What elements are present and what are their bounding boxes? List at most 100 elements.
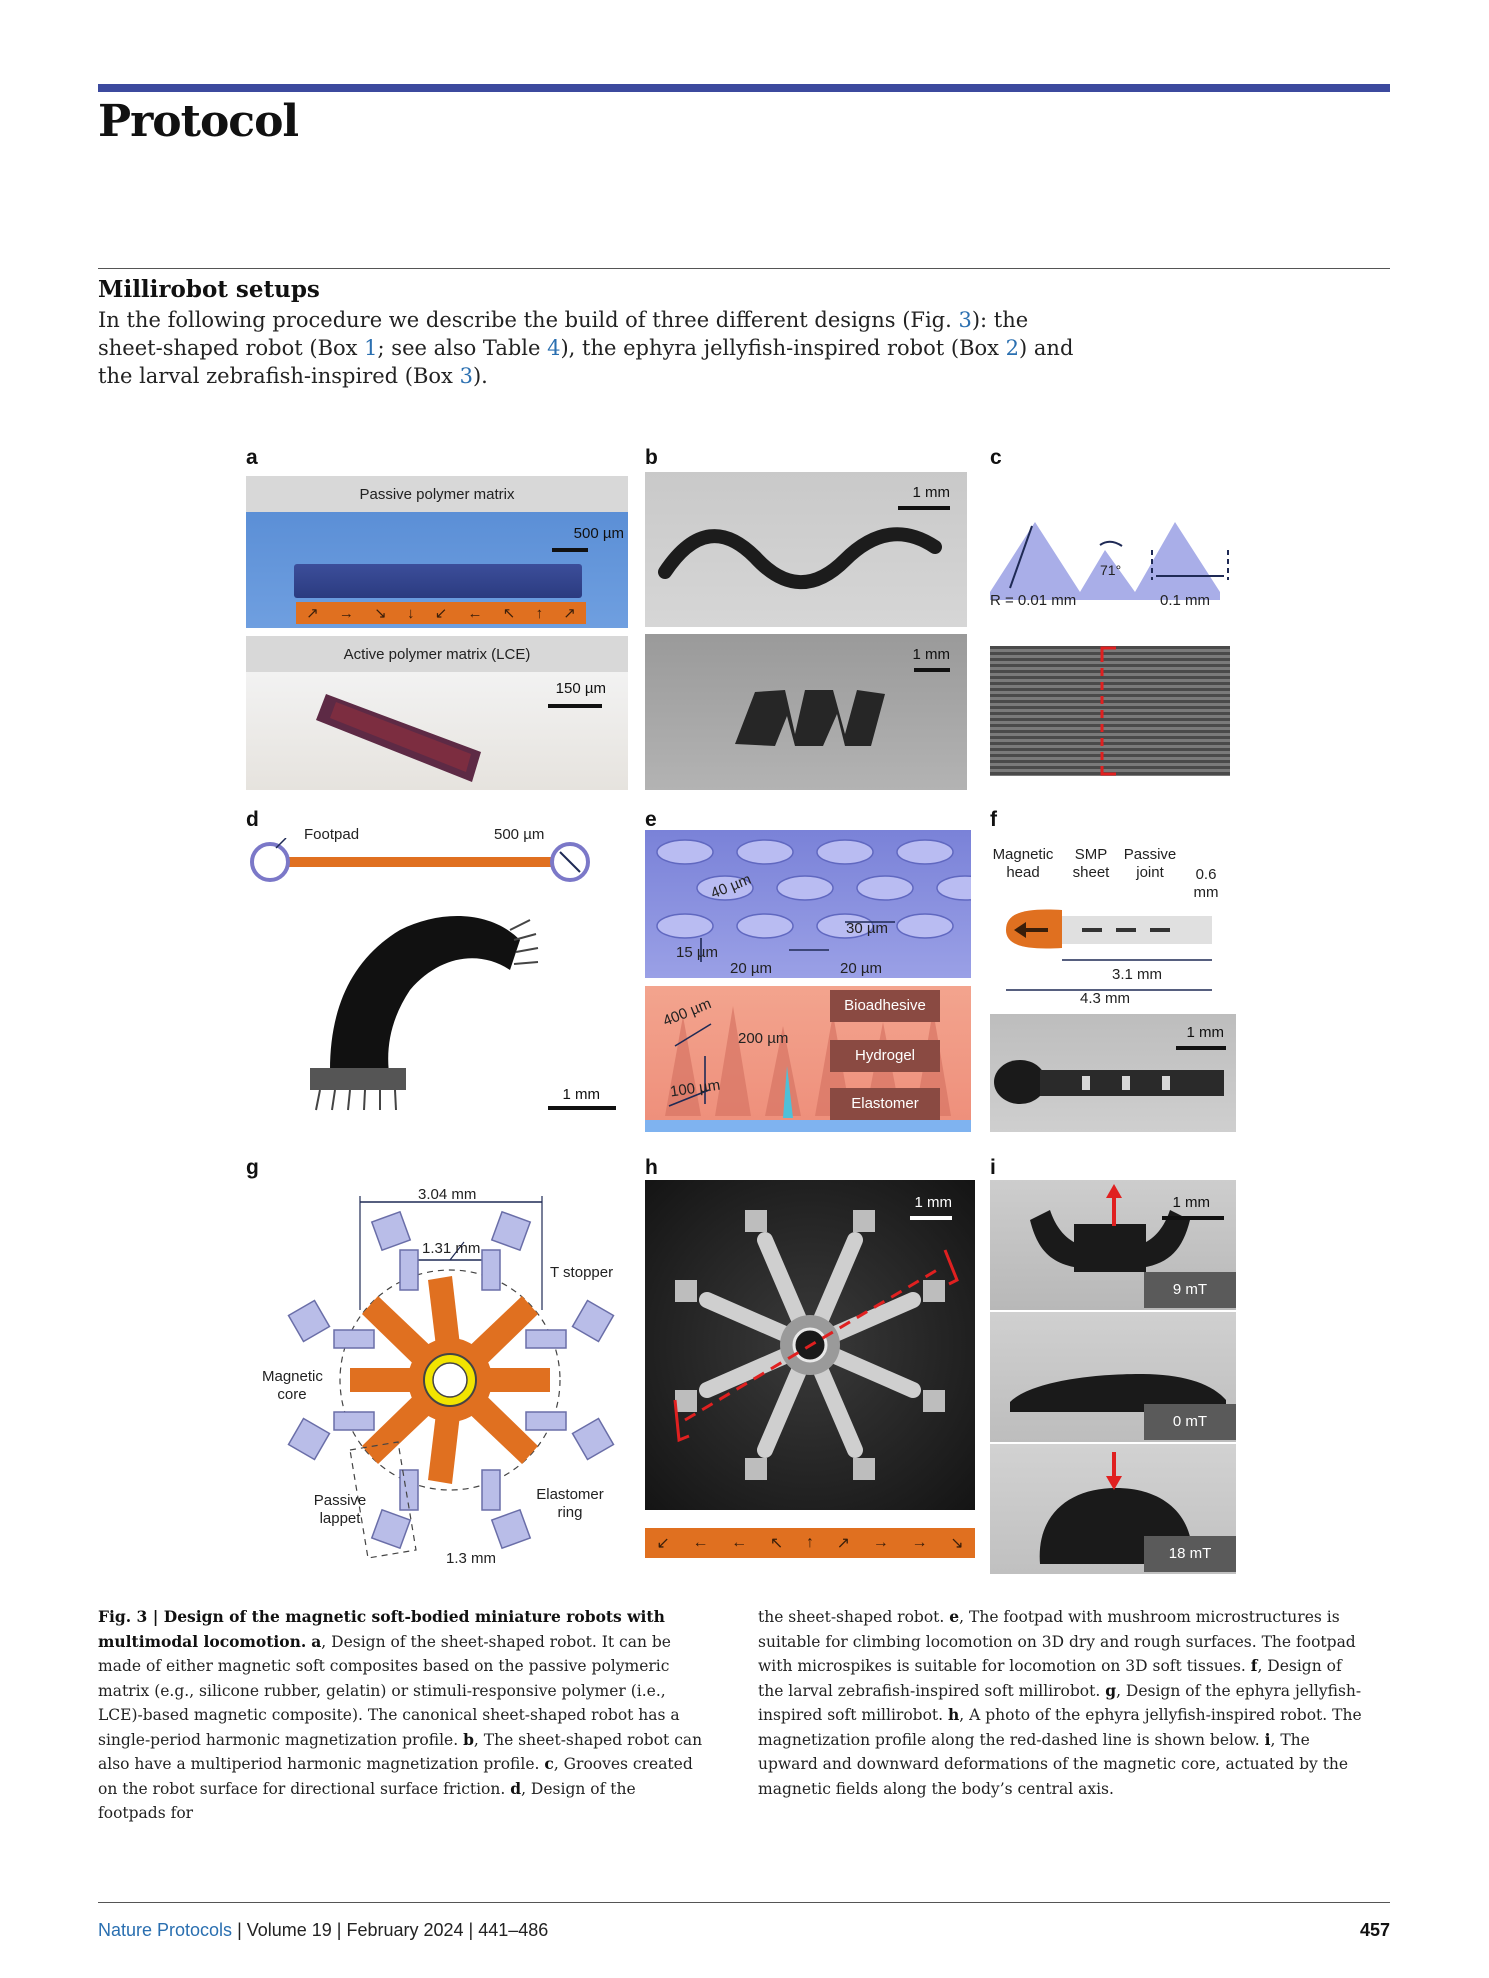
hydrogel-label: Hydrogel bbox=[830, 1040, 940, 1072]
arrow-glyph: ↗ bbox=[306, 605, 319, 622]
scale-label-a-top: 500 µm bbox=[573, 525, 624, 542]
box3-link[interactable]: 3 bbox=[459, 364, 473, 388]
ephyra-width-label: 3.04 mm bbox=[418, 1186, 477, 1203]
passive-matrix-header bbox=[246, 476, 628, 512]
mushroom-20um-label-b: 20 µm bbox=[840, 960, 882, 977]
intro-paragraph: In the following procedure we describe t… bbox=[98, 308, 1074, 388]
footer-rule bbox=[98, 1902, 1390, 1903]
mushroom-20um-label-a: 20 µm bbox=[730, 960, 772, 977]
groove-radius-label: R = 0.01 mm bbox=[990, 592, 1077, 609]
scale-label-f: 1 mm bbox=[1186, 1024, 1225, 1041]
journal-link[interactable]: Nature Protocols bbox=[98, 1920, 233, 1940]
scale-bar-b-top bbox=[898, 506, 950, 510]
folded-sheet-photo bbox=[645, 634, 967, 790]
footpad-schematic bbox=[250, 838, 590, 882]
magnetization-profile-h: ↙ ← ← ↖ ↑ ↗ → → ↘ bbox=[645, 1528, 975, 1558]
active-matrix-label: Active polymer matrix (LCE) bbox=[343, 646, 531, 663]
arrow-glyph: ↖ bbox=[502, 605, 516, 622]
scale-label-b-top: 1 mm bbox=[912, 484, 951, 501]
arrow-glyph: ↗ bbox=[563, 605, 576, 622]
scale-bar-a-bottom bbox=[548, 704, 602, 708]
panel-letter-g: g bbox=[246, 1156, 259, 1179]
multiperiod-sheet-photo bbox=[645, 472, 967, 627]
ephyra-schematic bbox=[287, 1196, 615, 1559]
active-matrix-header bbox=[246, 636, 628, 672]
arrow-glyph: ↓ bbox=[406, 604, 415, 622]
groove-surface-photo bbox=[990, 646, 1230, 776]
figure-caption-right: the sheet-shaped robot. e, The footpad w… bbox=[758, 1607, 1362, 1798]
cut-plane-marker bbox=[1100, 646, 1116, 776]
mushroom-microstructures bbox=[645, 830, 971, 978]
box1-link[interactable]: 1 bbox=[364, 336, 378, 360]
zebrafish-robot-graphic bbox=[994, 1060, 1224, 1104]
figure-caption-left: Fig. 3 | Design of the magnetic soft-bod… bbox=[98, 1607, 703, 1822]
table4-link[interactable]: 4 bbox=[547, 336, 561, 360]
t-stopper-label: T stopper bbox=[550, 1264, 614, 1281]
arrow-glyph: ↘ bbox=[374, 605, 387, 622]
header-accent-bar bbox=[98, 84, 1390, 92]
heading-rule bbox=[98, 268, 1390, 269]
panel-letter-a: a bbox=[246, 446, 258, 469]
bioadhesive-label: Bioadhesive bbox=[830, 990, 940, 1022]
arrow-glyph: ↙ bbox=[656, 1535, 670, 1552]
scale-bar-b-bottom bbox=[914, 668, 950, 672]
lce-strip-graphic bbox=[316, 694, 481, 782]
field-18mt-label: 18 mT bbox=[1144, 1536, 1236, 1572]
core-flat-photo bbox=[990, 1312, 1236, 1442]
scale-label-h: 1 mm bbox=[914, 1194, 953, 1211]
scale-label-i: 1 mm bbox=[1172, 1194, 1211, 1211]
scale-bar-h bbox=[910, 1216, 952, 1220]
groove-profile-diagram bbox=[990, 522, 1229, 600]
arrow-glyph: → bbox=[911, 1534, 928, 1551]
box2-link[interactable]: 2 bbox=[1005, 336, 1020, 360]
robot-sheet bbox=[294, 564, 582, 598]
scale-label-b-bottom: 1 mm bbox=[912, 646, 951, 663]
core-flat-graphic bbox=[1010, 1374, 1226, 1412]
panel-letter-d: d bbox=[246, 808, 259, 831]
field-9mt-label: 9 mT bbox=[1144, 1272, 1236, 1308]
section-title: Protocol bbox=[98, 96, 299, 147]
groove-pitch-label: 0.1 mm bbox=[1160, 592, 1211, 609]
panel-letter-c: c bbox=[990, 446, 1002, 469]
wavy-sheet-graphic bbox=[658, 527, 942, 590]
mushroom-30um-label: 30 µm bbox=[846, 920, 888, 937]
spike-200um-label: 200 µm bbox=[738, 1030, 789, 1047]
scale-bar-f bbox=[1176, 1046, 1226, 1050]
footpad-robot-photo bbox=[310, 916, 539, 1111]
scale-label-a-bottom: 150 µm bbox=[555, 680, 606, 697]
panel-letter-f: f bbox=[990, 808, 997, 831]
scale-bar-a-top bbox=[552, 548, 588, 552]
scale-bar-d bbox=[548, 1106, 616, 1110]
panel-letter-h: h bbox=[645, 1156, 658, 1179]
magnetization-profile-a: ↗ → ↘ ↓ ↙ ← ↖ ↑ ↗ bbox=[296, 602, 586, 624]
arrow-glyph: ← bbox=[731, 1534, 748, 1551]
arrow-glyph: ↑ bbox=[535, 604, 544, 622]
scale-bar-i bbox=[1162, 1216, 1224, 1220]
elastomer-label: Elastomer bbox=[830, 1088, 940, 1120]
panel-letter-e: e bbox=[645, 808, 657, 831]
page-heading: Millirobot setups bbox=[98, 276, 320, 303]
arrow-glyph: → bbox=[338, 604, 354, 622]
zebrafish-robot-photo bbox=[990, 1014, 1236, 1132]
groove-angle-label: 71° bbox=[1100, 562, 1122, 578]
body-length-label: 3.1 mm bbox=[1112, 966, 1163, 983]
footpad-label: Footpad bbox=[304, 826, 360, 843]
folded-sheet-graphic bbox=[735, 690, 885, 746]
fig-link[interactable]: 3 bbox=[958, 308, 972, 332]
arrow-glyph: → bbox=[872, 1534, 889, 1551]
arrow-glyph: ↘ bbox=[950, 1535, 964, 1552]
arrow-glyph: ↖ bbox=[769, 1535, 784, 1552]
arrow-glyph: ↑ bbox=[805, 1534, 814, 1551]
total-length-label: 4.3 mm bbox=[1080, 990, 1131, 1007]
ephyra-photo-graphic bbox=[673, 1210, 959, 1480]
arrow-glyph: ← bbox=[467, 604, 483, 622]
ephyra-inner-label: 1.31 mm bbox=[422, 1240, 481, 1257]
lappet-length-label: 1.3 mm bbox=[446, 1550, 497, 1567]
panel-letter-i: i bbox=[990, 1156, 996, 1179]
page-number: 457 bbox=[1359, 1920, 1390, 1940]
